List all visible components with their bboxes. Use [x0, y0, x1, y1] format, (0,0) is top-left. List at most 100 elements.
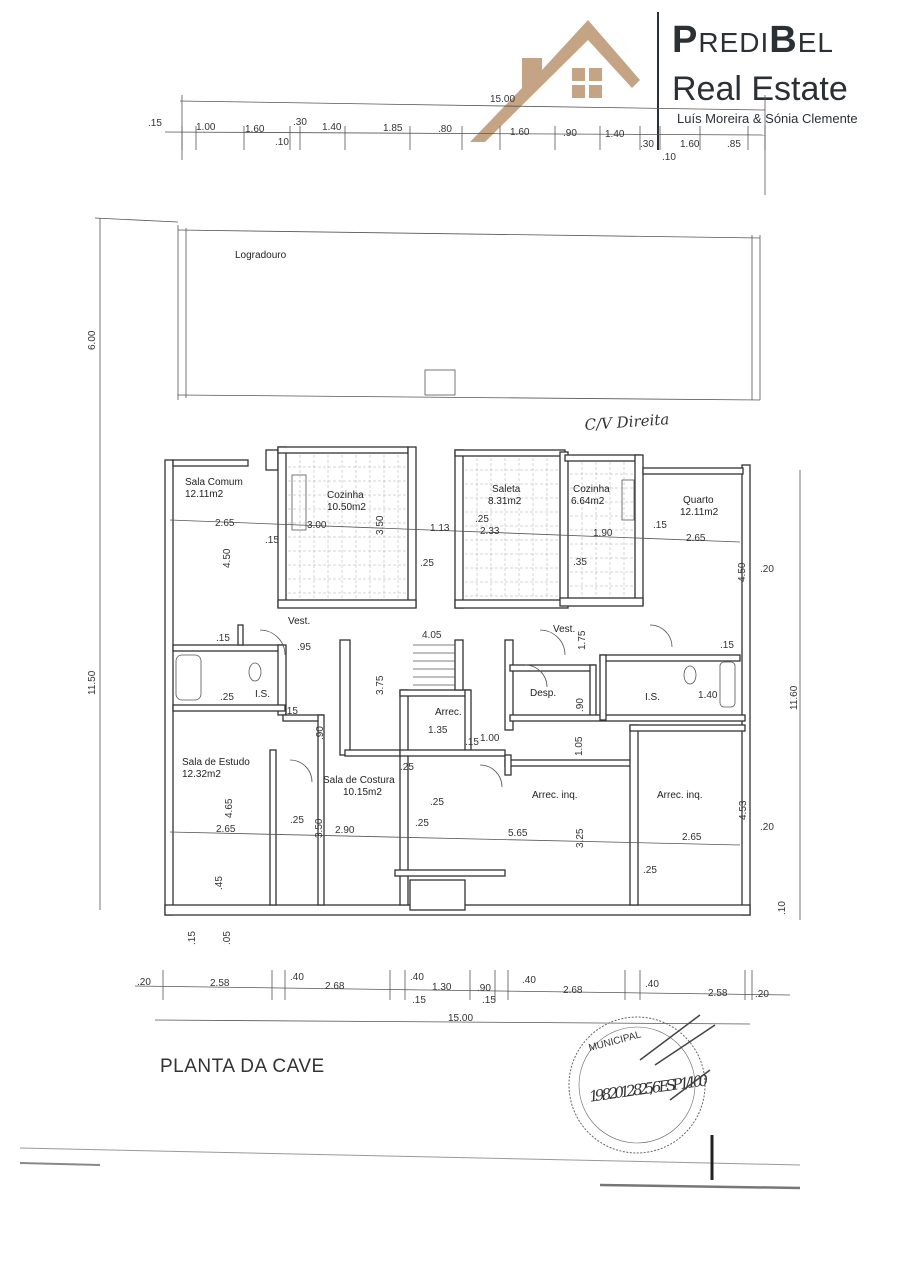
top-dim-label: .30 [293, 117, 307, 128]
svg-text:MUNICIPAL: MUNICIPAL [588, 1029, 643, 1054]
inner-dim-label: .95 [297, 642, 311, 653]
wall [564, 454, 641, 462]
top-dim-label: 1.60 [680, 139, 700, 150]
tile-grid [169, 455, 741, 846]
wall [454, 449, 464, 609]
door-swing [259, 629, 286, 656]
wall [172, 459, 249, 467]
wall [172, 644, 284, 652]
wall [407, 446, 417, 608]
bottom-total-dim: 15.00 [448, 1013, 473, 1024]
inner-dim-label: 1.05 [574, 736, 585, 756]
inner-dim-label: .25 [290, 815, 304, 826]
room-arrec-inq-2: Arrec. inq. [657, 790, 703, 801]
page-rule [19, 1147, 801, 1166]
bottom-dim-label: .90 [477, 983, 491, 994]
inner-dim-label: 2.33 [480, 526, 500, 537]
room-arrec-inq-1: Arrec. inq. [532, 790, 578, 801]
svg-text:.05: .05 [222, 931, 233, 945]
wall [509, 714, 746, 722]
room-quarto: Quarto [683, 495, 714, 506]
svg-text:10.50m2: 10.50m2 [327, 502, 366, 513]
wall [509, 664, 596, 672]
inner-dim-label: .35 [573, 557, 587, 568]
room-is-1: I.S. [255, 689, 270, 700]
top-dim-label: .85 [727, 139, 741, 150]
bottom-dim-label: .40 [410, 972, 424, 983]
stove-icon [291, 474, 307, 531]
inner-dim-label: .25 [220, 692, 234, 703]
door-swing [649, 624, 673, 648]
top-dim-label: .10 [275, 137, 289, 148]
inner-dim-label: .90 [575, 698, 586, 712]
inner-dim-label: 4.65 [224, 798, 235, 818]
predibel-logo: PREDIBEL Real Estate Luís Moreira & Sóni… [470, 12, 858, 150]
toilet-icon [683, 665, 697, 685]
walls [164, 446, 751, 916]
bottom-dim-label: .40 [522, 975, 536, 986]
logradouro-area: Logradouro [177, 225, 761, 401]
room-cozinha-1: Cozinha [327, 490, 364, 501]
inner-dim-label: 4.05 [422, 630, 442, 641]
room-is-2: I.S. [645, 692, 660, 703]
bottom-dim-label: 2.58 [708, 988, 728, 999]
svg-text:12.11m2: 12.11m2 [185, 489, 224, 500]
dimension-line [169, 831, 741, 846]
svg-text:19.8.2012 825/6 ESP 1/100: 19.8.2012 825/6 ESP 1/100 [588, 1071, 710, 1106]
svg-text:12.32m2: 12.32m2 [182, 769, 221, 780]
room-vest-1: Vest. [288, 616, 310, 627]
top-dim-label: .90 [563, 128, 577, 139]
inner-dim-label: 1.75 [577, 630, 588, 650]
door-swing [539, 629, 566, 656]
wall [634, 454, 644, 606]
inner-dim-label: .25 [415, 818, 429, 829]
wall [277, 599, 417, 609]
top-dim-label: .80 [438, 124, 452, 135]
bottom-dim-label: .40 [645, 979, 659, 990]
wall [269, 749, 277, 906]
room-arrec: Arrec. [435, 707, 462, 718]
inner-dim-label: 2.90 [335, 825, 355, 836]
house-window-icon [572, 68, 602, 98]
inner-dim-label: .15 [465, 737, 479, 748]
svg-text:.10: .10 [777, 901, 788, 915]
inner-dim-label: 5.65 [508, 828, 528, 839]
wall [454, 449, 566, 457]
logo-subtitle: Real Estate [672, 70, 848, 108]
wall [277, 446, 409, 454]
wall [277, 644, 287, 716]
top-dim-label: 1.60 [510, 127, 530, 138]
bottom-dim-label: .20 [755, 989, 769, 1000]
inner-dim-label: .15 [216, 633, 230, 644]
inner-dim-label: .25 [643, 865, 657, 876]
top-dim-label: 1.85 [383, 123, 403, 134]
logo-brand: PREDIBEL [672, 19, 834, 61]
wall [559, 451, 569, 603]
wall [599, 654, 607, 721]
inner-dim-label: 1.00 [480, 733, 500, 744]
inner-dim-label: 1.90 [593, 528, 613, 539]
wall [504, 759, 636, 767]
inner-dim-label: 1.40 [698, 690, 718, 701]
wall [265, 449, 279, 471]
wall [589, 664, 597, 721]
wall [394, 869, 506, 877]
wall [277, 446, 287, 608]
side-dimensions: 6.00 11.50 11.60 .20 .20 .10 .15 .05 [87, 217, 801, 945]
inner-dim-label: 4.50 [737, 562, 748, 582]
wall [504, 639, 514, 731]
door-swing [524, 664, 548, 688]
inner-dim-label: .15 [720, 640, 734, 651]
inner-dim-label: 3.00 [307, 520, 327, 531]
inner-dim-label: .45 [214, 876, 225, 890]
house-roof-icon [470, 20, 640, 142]
room-sala-estudo: Sala de Estudo [182, 757, 250, 768]
inner-dim-label: .15 [653, 520, 667, 531]
inner-dim-label: 2.65 [215, 518, 235, 529]
inner-dim-label: .25 [475, 514, 489, 525]
bottom-dim-label: 2.68 [325, 981, 345, 992]
top-dim-label: .10 [662, 152, 676, 163]
